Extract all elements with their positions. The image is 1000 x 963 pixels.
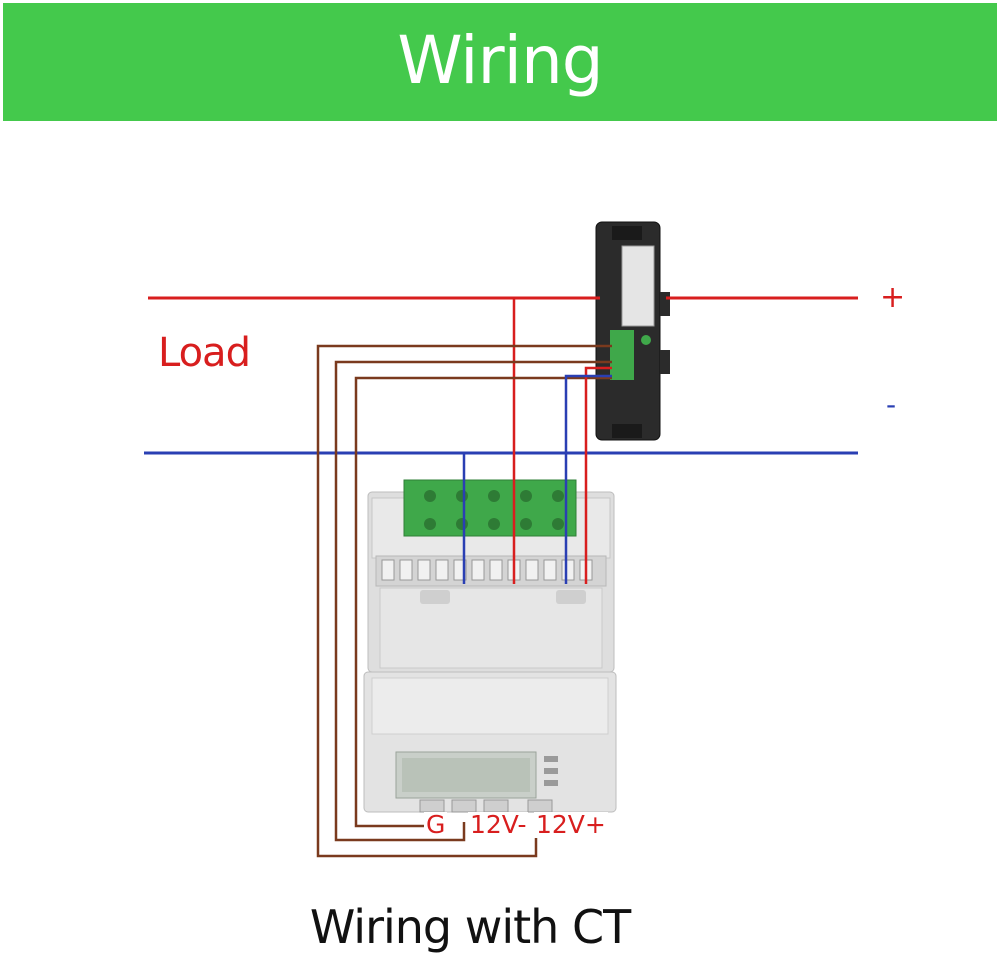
terminal-label-g: G bbox=[424, 810, 448, 839]
ct-signal-wire-middle bbox=[334, 360, 612, 842]
energy-meter bbox=[363, 491, 617, 813]
header-banner: Wiring bbox=[3, 3, 997, 121]
positive-label: + bbox=[880, 280, 906, 315]
load-label: Load bbox=[158, 330, 251, 376]
terminal-label-12v-plus: 12V+ bbox=[534, 810, 608, 839]
negative-label: - bbox=[886, 388, 897, 421]
page-title: Wiring bbox=[397, 21, 603, 99]
ct-signal-wire-outer bbox=[316, 344, 612, 858]
ct-positive-wire bbox=[584, 366, 612, 584]
ct-sensor bbox=[595, 221, 670, 441]
diagram-caption: Wiring with CT bbox=[309, 900, 631, 954]
ct-negative-wire bbox=[564, 374, 612, 584]
terminal-label-12v-minus: 12V- bbox=[468, 810, 529, 839]
terminal-block bbox=[403, 479, 577, 537]
